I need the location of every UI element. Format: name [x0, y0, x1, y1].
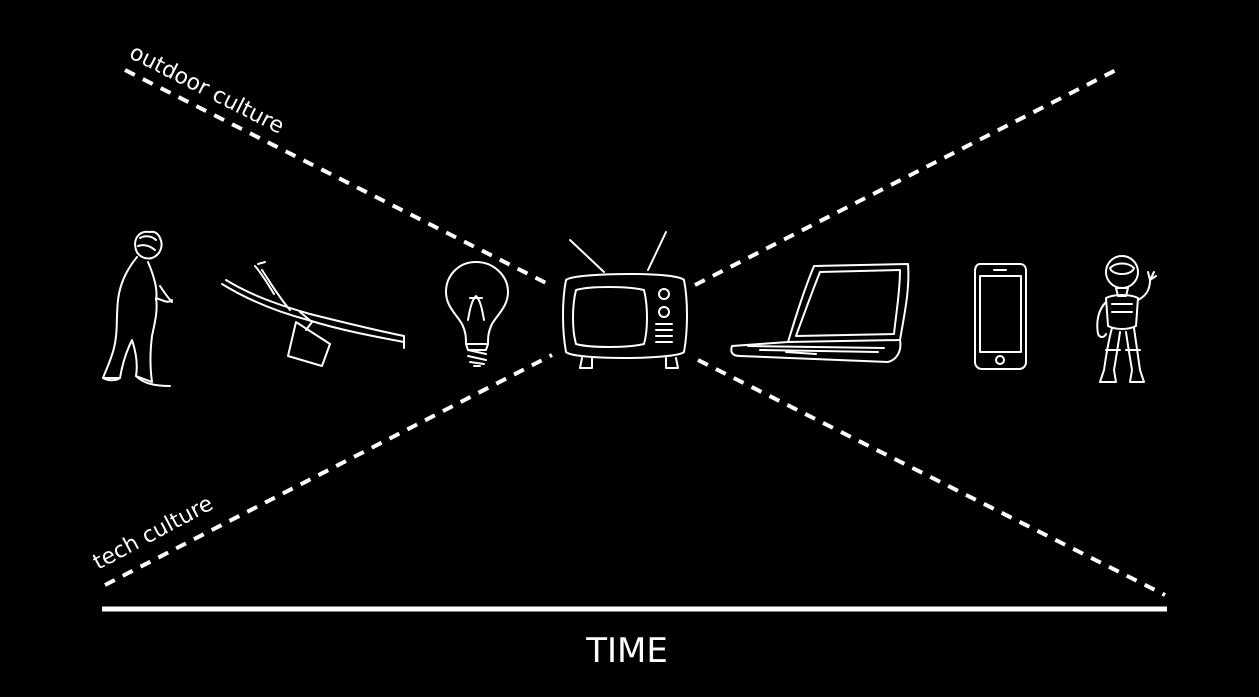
- plough-icon: [221, 261, 405, 367]
- tech-culture-label: tech culture: [89, 491, 217, 575]
- television-icon: [562, 231, 688, 369]
- laptop-icon: [730, 263, 910, 363]
- smartphone-icon: [974, 263, 1027, 370]
- tech-culture-right-line: [697, 358, 1166, 597]
- light-bulb-icon: [445, 261, 509, 367]
- robot-icon: [1096, 255, 1157, 383]
- time-axis-label: TIME: [585, 631, 668, 671]
- outdoor-culture-label: outdoor culture: [125, 40, 288, 139]
- early-human-icon: [102, 230, 173, 387]
- tech-culture-left-line: [104, 353, 553, 587]
- outdoor-culture-right-line: [694, 66, 1121, 287]
- outdoor-culture-left-line: [124, 68, 551, 287]
